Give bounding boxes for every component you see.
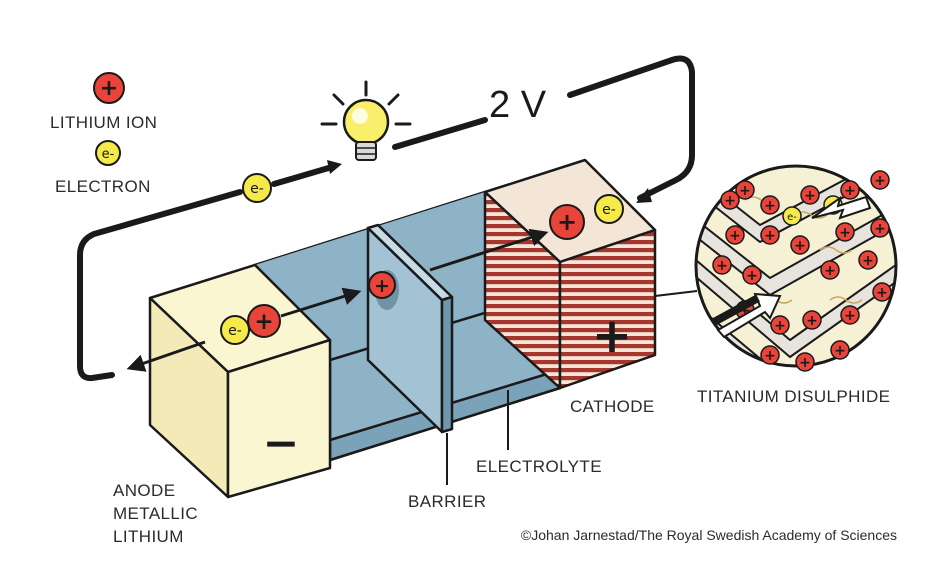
svg-text:+: + — [716, 258, 728, 274]
svg-text:+: + — [729, 228, 741, 244]
svg-text:+: + — [739, 183, 751, 199]
zoom-ion-icon: + — [720, 190, 740, 210]
zoom-arrow-icon — [716, 292, 782, 339]
svg-text:+: + — [774, 318, 786, 334]
legend-electron-icon: e- — [95, 140, 121, 166]
zoom-ion-icon: + — [835, 222, 855, 242]
cathode-label: CATHODE — [570, 397, 655, 416]
titanium-label: TITANIUM DISULPHIDE — [697, 387, 890, 406]
zoom-arrow-icon — [811, 195, 872, 220]
svg-text:+: + — [794, 238, 806, 254]
titanium-zoom-view — [694, 164, 898, 368]
svg-text:e-: e- — [602, 202, 616, 218]
zoom-ion-icon: + — [760, 225, 780, 245]
anode-label-line1: ANODE — [113, 481, 175, 500]
electrolyte-label: ELECTROLYTE — [476, 457, 602, 476]
svg-text:+: + — [764, 228, 776, 244]
anode-electron-icon: e- — [220, 315, 250, 345]
svg-text:+: + — [844, 308, 856, 324]
zoom-ion-icon: + — [790, 235, 810, 255]
svg-text:+: + — [557, 208, 577, 236]
anode-ion-icon: + — [247, 304, 281, 338]
zoom-ion-icon: + — [840, 180, 860, 200]
zoom-ion-icon: + — [870, 170, 890, 190]
svg-text:+: + — [764, 198, 776, 214]
legend: + LITHIUM ION e- ELECTRON — [50, 72, 157, 196]
voltage-label: 2 V — [489, 84, 547, 126]
zoom-arrow-shaft — [712, 294, 760, 326]
cathode-electron-icon: e- — [594, 194, 624, 224]
svg-text:+: + — [874, 221, 886, 237]
wire-arrow-icon — [327, 160, 342, 174]
svg-text:+: + — [876, 285, 888, 301]
flow-arrows — [126, 228, 549, 372]
svg-text:+: + — [844, 183, 856, 199]
zoom-ion-icon: + — [795, 352, 815, 372]
barrier-ion-icon: + — [368, 271, 396, 299]
zoom-ion-icon: + — [742, 265, 762, 285]
svg-text:+: + — [764, 348, 776, 364]
svg-text:+: + — [862, 253, 874, 269]
svg-text:e-: e- — [228, 323, 242, 339]
svg-text:e-: e- — [102, 147, 115, 162]
barrier-label: BARRIER — [408, 492, 486, 511]
legend-ion-label: LITHIUM ION — [50, 113, 157, 132]
zoom-ion-icon: + — [760, 195, 780, 215]
zoom-ion-icon: + — [712, 255, 732, 275]
cathode-ion-icon: + — [549, 204, 585, 240]
svg-text:+: + — [374, 275, 390, 297]
wire-arrow-icon — [636, 188, 652, 203]
svg-text:+: + — [824, 263, 836, 279]
zoom-ion-icon: + — [725, 225, 745, 245]
svg-text:e-: e- — [787, 212, 797, 223]
svg-text:+: + — [799, 355, 811, 371]
zoom-ion-icon: + — [830, 340, 850, 360]
zoom-ion-icon: + — [870, 218, 890, 238]
legend-ion-icon: + — [93, 72, 125, 104]
svg-text:+: + — [100, 76, 118, 101]
svg-text:+: + — [739, 303, 751, 319]
zoom-ion-icon: + — [858, 250, 878, 270]
zoom-electron-icon: e- — [782, 206, 802, 226]
svg-text:e-: e- — [250, 181, 264, 197]
svg-text:+: + — [839, 225, 851, 241]
zoom-ion-icon: + — [770, 315, 790, 335]
svg-text:+: + — [746, 268, 758, 284]
zoom-ion-icon: + — [800, 185, 820, 205]
anode-label-line2: METALLIC — [113, 504, 198, 523]
zoom-ion-icon: + — [820, 260, 840, 280]
zoom-pointer-line — [654, 290, 698, 297]
svg-text:+: + — [724, 193, 736, 209]
zoom-ion-icon: + — [802, 310, 822, 330]
zoom-ion-icon: + — [840, 305, 860, 325]
svg-text:+: + — [834, 343, 846, 359]
zoom-ion-icon: + — [735, 180, 755, 200]
svg-text:+: + — [254, 309, 273, 335]
svg-text:+: + — [874, 173, 886, 189]
circuit-wire — [77, 55, 695, 382]
cathode-plus-sign: + — [592, 308, 632, 364]
svg-text:+: + — [806, 313, 818, 329]
credit-text: ©Johan Jarnestad/The Royal Swedish Acade… — [521, 527, 897, 543]
legend-electron-label: ELECTRON — [55, 177, 151, 196]
svg-text:+: + — [804, 188, 816, 204]
anode-minus-sign: − — [263, 418, 300, 469]
wire-electron-icon: e- — [242, 173, 272, 203]
zoom-ion-icon: + — [760, 345, 780, 365]
anode-label-line3: LITHIUM — [113, 527, 184, 546]
zoom-ion-icon: + — [872, 282, 892, 302]
light-bulb-icon — [320, 80, 412, 161]
labels: ANODE METALLIC LITHIUM BARRIER ELECTROLY… — [113, 387, 897, 546]
